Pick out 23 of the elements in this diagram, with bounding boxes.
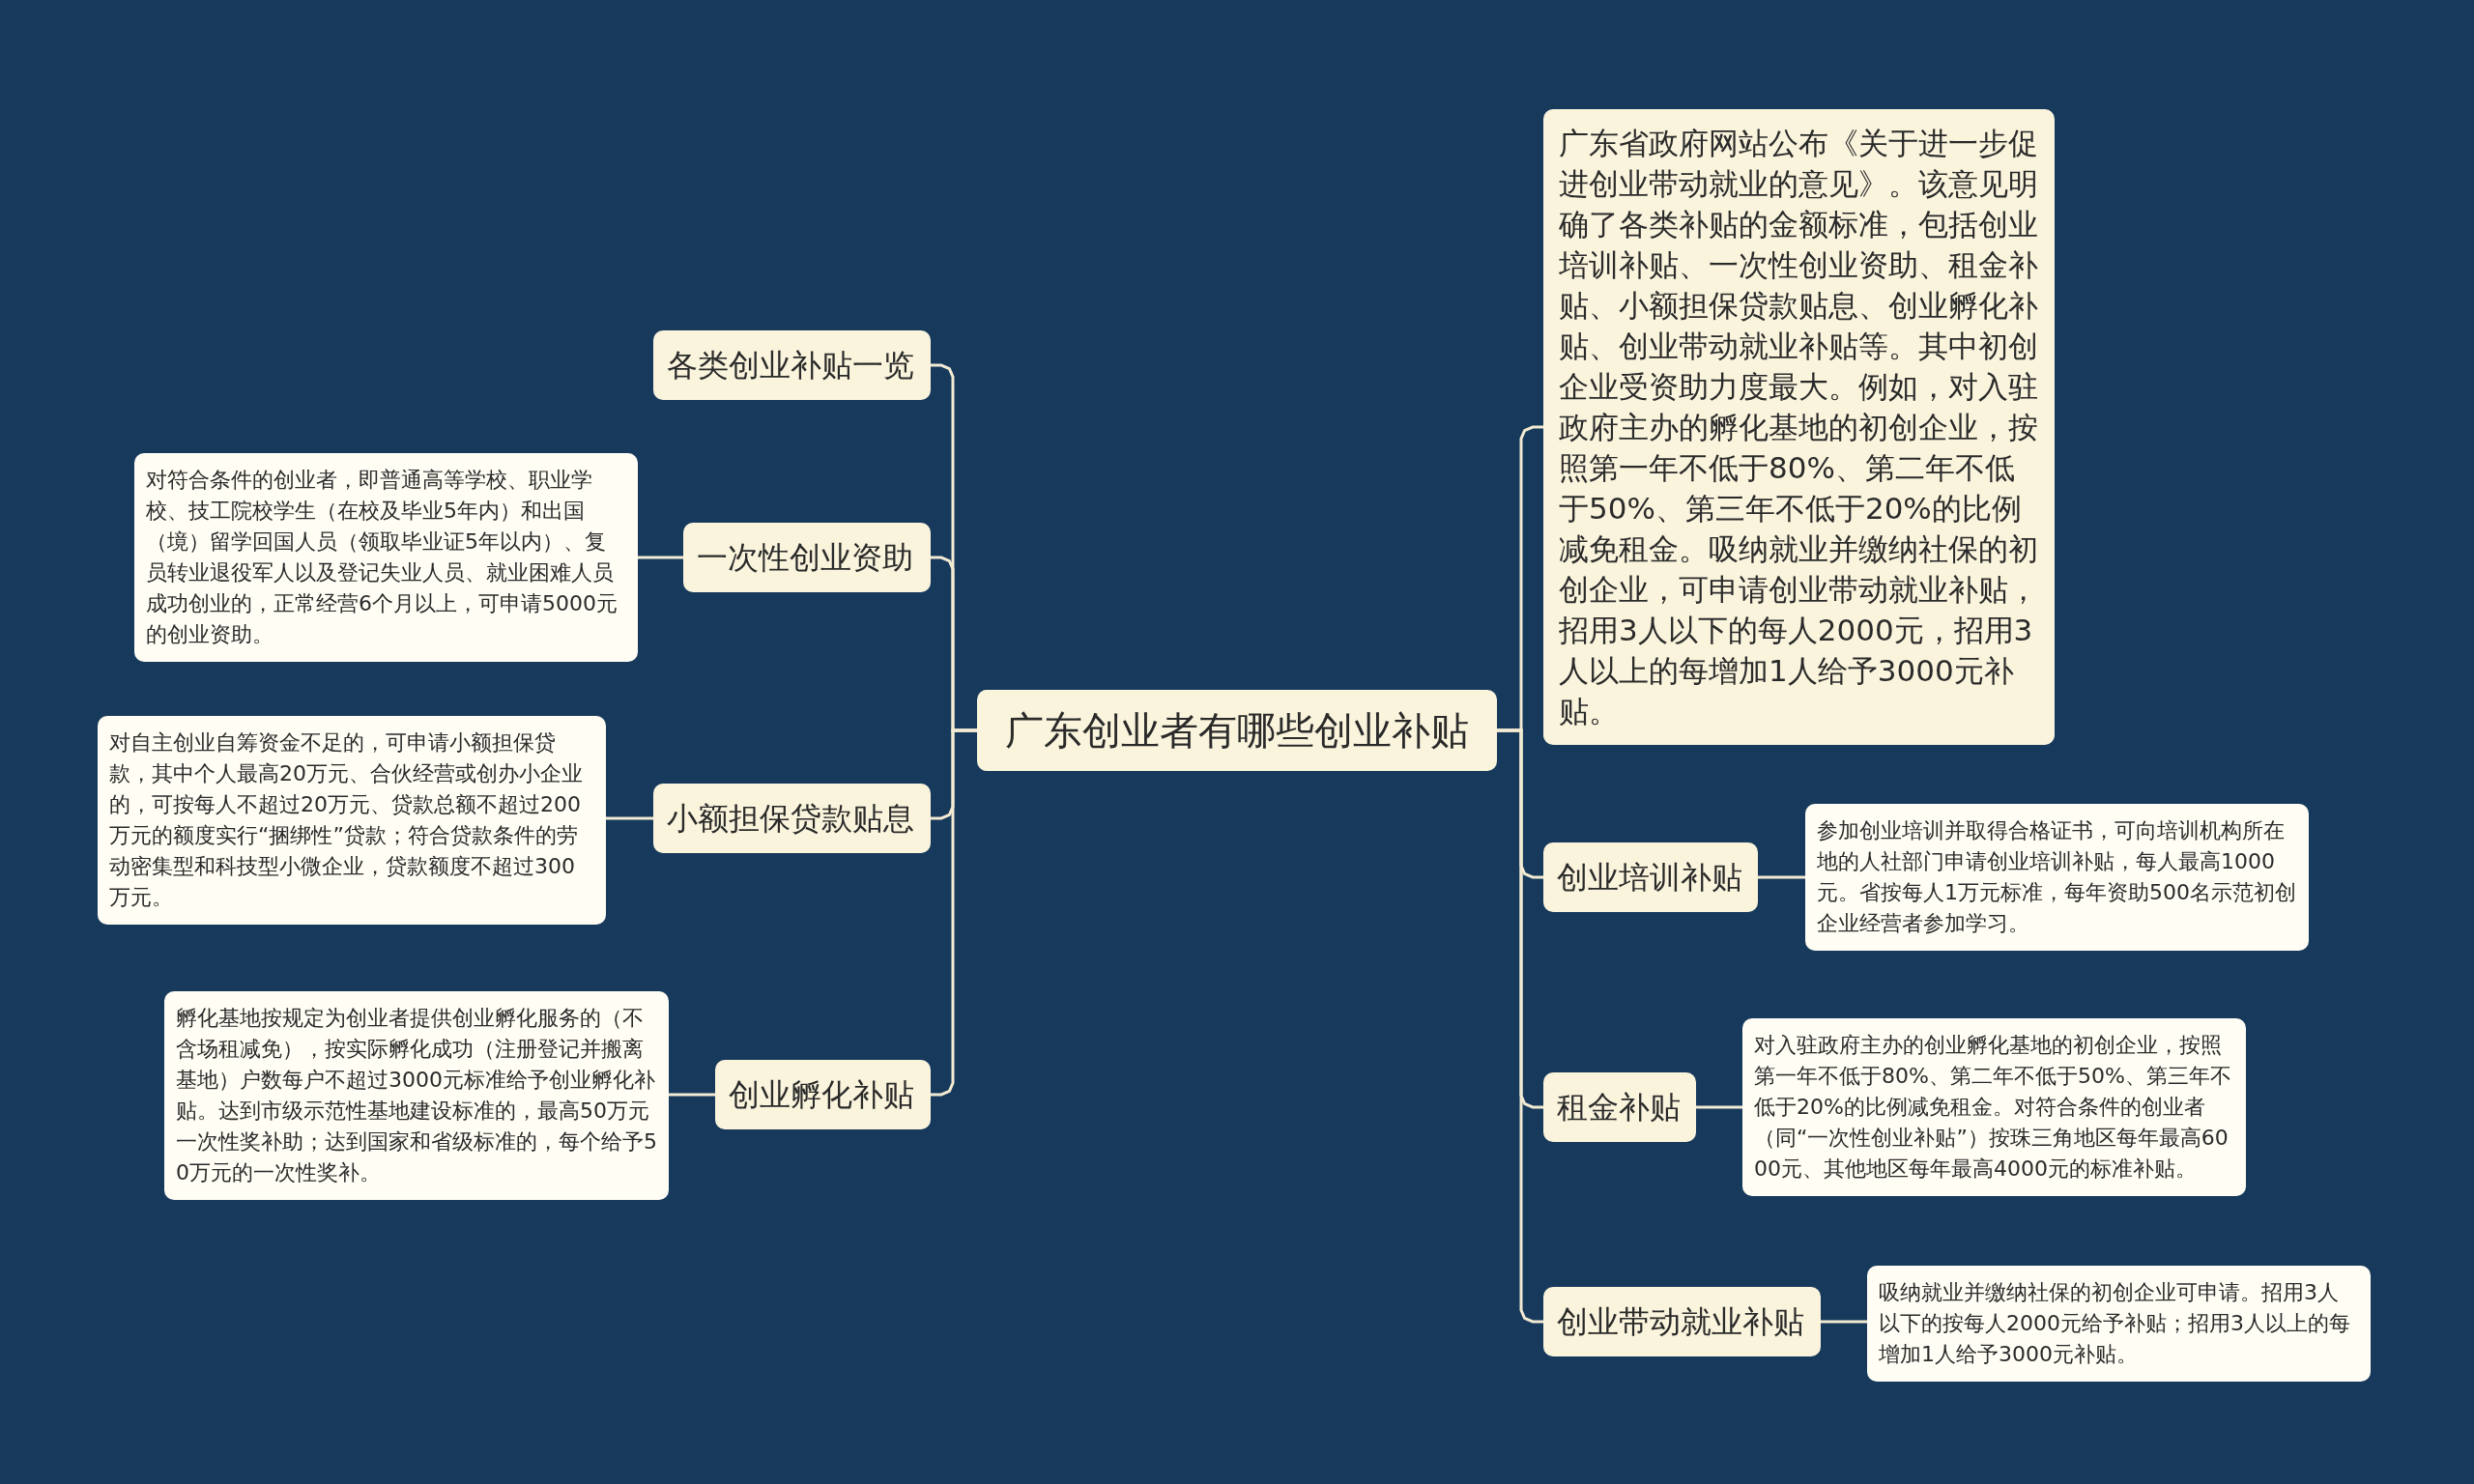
connector-line <box>1758 875 1805 879</box>
note-card: 对自主创业自筹资金不足的，可申请小额担保贷款，其中个人最高20万元、合伙经营或创办小企业的，可按每人不超过20万元、贷款总额不超过200万元的额度实行“捆绑性”贷款；符合贷款条件的劳动密集型和科技型小微企业，贷款额度不超过300万元。 <box>98 716 606 925</box>
topic-box: 创业培训补贴 <box>1543 842 1758 912</box>
connector-line <box>931 728 977 1097</box>
note-card: 对入驻政府主办的创业孵化基地的初创企业，按照第一年不低于80%、第二年不低于50%、第三年不低于20%的比例减免租金。对符合条件的创业者（同“一次性创业补贴”）按珠三角地区每年最高6000元、其他地区每年最高4000元的标准补贴。 <box>1742 1018 2246 1196</box>
note-card: 参加创业培训并取得合格证书，可向培训机构所在地的人社部门申请创业培训补贴，每人最高1000元。省按每人1万元标准，每年资助500名示范初创企业经营者参加学习。 <box>1805 804 2309 951</box>
note-card: 吸纳就业并缴纳社保的初创企业可申请。招用3人以下的按每人2000元给予补贴；招用3人以上的每增加1人给予3000元补贴。 <box>1867 1266 2371 1382</box>
topic-box: 各类创业补贴一览 <box>653 330 931 400</box>
note-card: 广东省政府网站公布《关于进一步促进创业带动就业的意见》。该意见明确了各类补贴的金额标准，包括创业培训补贴、一次性创业资助、租金补贴、小额担保贷款贴息、创业孵化补贴、创业带动就业补贴等。其中初创企业受资助力度最大。例如，对入驻政府主办的孵化基地的初创企业，按照第一年不低于80%、第二年不低于50%、第三年不低于20%的比例减免租金。吸纳就业并缴纳社保的初创企业，可申请创业带动就业补贴，招用3人以下的每人2000元，招用3人以上的每增加1人给予3000元补贴。 <box>1543 109 2055 745</box>
connector-line <box>1696 1105 1742 1109</box>
topic-box: 一次性创业资助 <box>683 523 931 592</box>
connector-line <box>1497 728 1543 1324</box>
connector-line <box>638 556 683 559</box>
connector-line <box>669 1093 715 1097</box>
connector-line <box>1821 1320 1867 1324</box>
topic-box: 创业带动就业补贴 <box>1543 1287 1821 1356</box>
note-card: 对符合条件的创业者，即普通高等学校、职业学校、技工院校学生（在校及毕业5年内）和出国（境）留学回国人员（领取毕业证5年以内）、复员转业退役军人以及登记失业人员、就业困难人员成功创业的，正常经营6个月以上，可申请5000元的创业资助。 <box>134 453 638 662</box>
central-topic-box: 广东创业者有哪些创业补贴 <box>977 690 1497 771</box>
topic-box: 创业孵化补贴 <box>715 1060 931 1129</box>
connector-line <box>606 816 653 820</box>
note-card: 孵化基地按规定为创业者提供创业孵化服务的（不含场租减免），按实际孵化成功（注册登记并搬离基地）户数每户不超过3000元标准给予创业孵化补贴。达到市级示范性基地建设标准的，最高50万元一次性奖补助；达到国家和省级标准的，每个给予50万元的一次性奖补。 <box>164 991 669 1200</box>
topic-box: 小额担保贷款贴息 <box>653 784 931 853</box>
topic-box: 租金补贴 <box>1543 1072 1696 1142</box>
